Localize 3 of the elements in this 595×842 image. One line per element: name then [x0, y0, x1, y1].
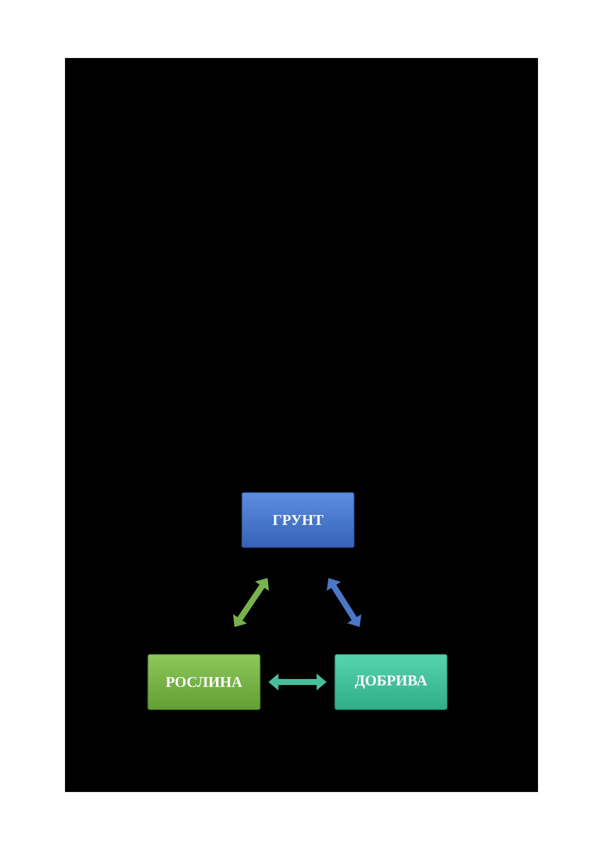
process-box: РОСЛИНА: [148, 654, 260, 710]
process-box: ДОБРИВА: [334, 654, 448, 710]
process-box: ГРУНТ: [242, 492, 354, 548]
